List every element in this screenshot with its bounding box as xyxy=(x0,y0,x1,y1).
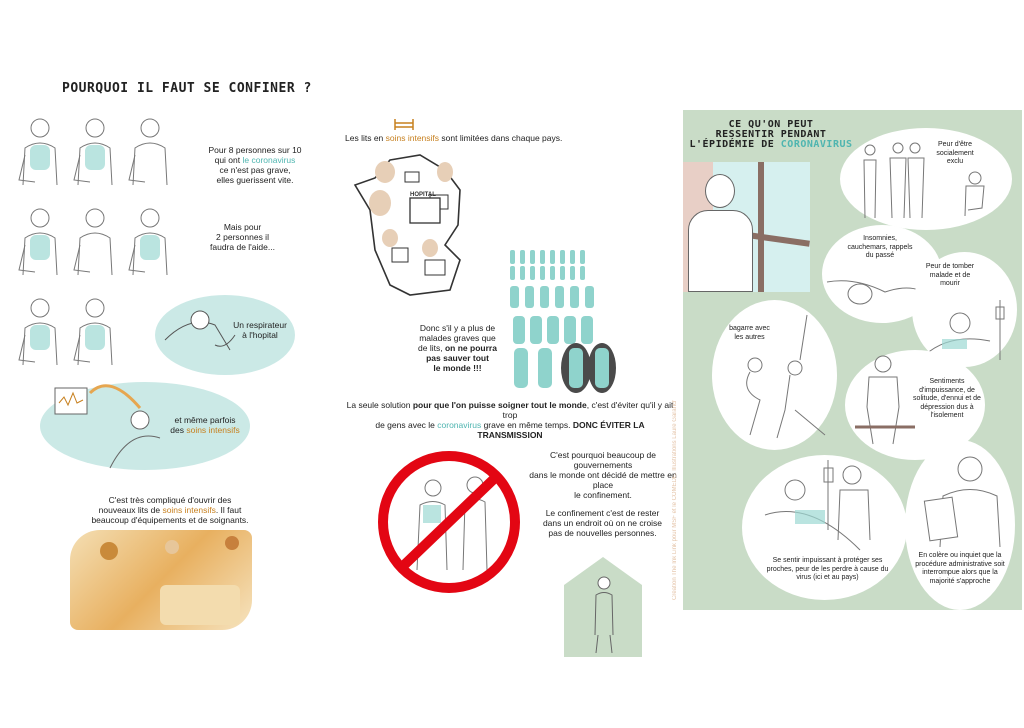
house-icon xyxy=(564,557,642,657)
line: CE QU'ON PEUT xyxy=(728,119,814,130)
line: qui ont le coronavirus xyxy=(185,155,325,165)
highlight: coronavirus xyxy=(437,420,482,430)
line: Pour 8 personnes sur 10 xyxy=(208,145,302,155)
line: La seule solution pour que l'on puisse s… xyxy=(342,400,678,420)
highlight-coronavirus: le coronavirus xyxy=(242,155,296,165)
text-complique: C'est très compliqué d'ouvrir des nouvea… xyxy=(60,495,280,525)
text-mourir: Peur de tomber malade et de mourir xyxy=(925,263,975,287)
text-donc: Donc s'il y a plus de malades graves que… xyxy=(410,323,505,373)
line: C'est pourquoi beaucoup de gouvernements xyxy=(549,450,657,470)
bubble-bagarre xyxy=(712,300,837,450)
span: des xyxy=(170,425,187,435)
man-body xyxy=(688,210,753,292)
hospital-label: HOPITAL xyxy=(410,192,436,198)
bed-patient-illustration xyxy=(164,310,236,351)
span: Les lits en xyxy=(345,133,386,143)
line: 2 personnes il xyxy=(216,232,269,242)
line: C'est très compliqué d'ouvrir des xyxy=(108,495,232,505)
bold: pour que l'on puisse soigner tout le mon… xyxy=(412,400,587,410)
patient-head xyxy=(100,542,118,560)
highlight-soins-intensifs: soins intensifs xyxy=(186,425,240,435)
line: faudra de l'aide... xyxy=(210,242,275,252)
text-lits-limites: Les lits en soins intensifs sont limitée… xyxy=(345,133,585,143)
span: qui ont xyxy=(214,155,243,165)
line: L'ÉPIDÉMIE DE CORONAVIRUS xyxy=(688,140,854,150)
line: des soins intensifs xyxy=(165,425,245,435)
text-confinement: Le confinement c'est de rester dans un e… xyxy=(535,508,670,538)
window-illustration xyxy=(683,162,810,292)
line: Un respirateur xyxy=(233,320,287,330)
line: Le confinement c'est de rester xyxy=(545,508,660,518)
angry-man-document-illustration xyxy=(923,456,1001,547)
fight-illustration-second-person xyxy=(746,357,763,436)
text-exclu: Peur d'être socialement exclu xyxy=(936,141,974,165)
right-title: CE QU'ON PEUT RESSENTIR PENDANT L'ÉPIDÉM… xyxy=(688,120,854,150)
text-respirateur: Un respirateur à l'hopital xyxy=(225,320,295,340)
icu-photo xyxy=(70,530,252,630)
line: de lits, on ne pourra xyxy=(410,343,505,353)
window-frame xyxy=(758,162,764,292)
text-soins-intensifs: et même parfois des soins intensifs xyxy=(165,415,245,435)
span: de gens avec le xyxy=(375,420,438,430)
line: et même parfois xyxy=(174,415,236,425)
text-solution: La seule solution pour que l'on puisse s… xyxy=(342,400,678,440)
text-impuissant: Se sentir impuissant à protéger ses proc… xyxy=(766,557,889,581)
credit-text: Création The Ink Link pour MSF et le COM… xyxy=(672,400,678,600)
span: nouveaux lits de xyxy=(98,505,163,515)
medical-equipment xyxy=(160,585,240,625)
line: le monde !!! xyxy=(433,363,482,373)
line: elles guerissent vite. xyxy=(216,175,294,185)
people-grid xyxy=(510,250,616,393)
line: Donc s'il y a plus de xyxy=(419,323,496,333)
span: de lits, xyxy=(418,343,445,353)
fight-illustration xyxy=(776,314,826,439)
sitting-man-illustration xyxy=(855,355,915,445)
patient-sketches xyxy=(18,118,168,366)
text-gouvernements: C'est pourquoi beaucoup de gouvernements… xyxy=(528,450,678,500)
exclusion-illustration xyxy=(863,142,985,219)
line: dans le monde ont décidé de mettre en pl… xyxy=(529,470,677,490)
bold: DONC ÉVITER LA TRANSMISSION xyxy=(477,420,645,440)
line: dans un endroit où on ne croise xyxy=(542,518,663,528)
span: , c'est d'éviter qu'il y ait trop xyxy=(502,400,674,420)
bold: on ne pourra xyxy=(444,343,497,353)
bubble-colere xyxy=(905,440,1015,610)
respirateur-bubble xyxy=(155,295,295,375)
highlight: soins intensifs xyxy=(385,133,440,143)
line: malades graves que xyxy=(419,333,496,343)
highlight: CORONAVIRUS xyxy=(780,139,853,150)
france-map: HOPITAL xyxy=(353,154,461,296)
span: sont limitées dans chaque pays. xyxy=(439,133,563,143)
span: L'ÉPIDÉMIE DE xyxy=(689,139,781,150)
left-title: POURQUOI IL FAUT SE CONFINER ? xyxy=(62,81,312,96)
icu-illustration xyxy=(54,384,161,469)
text-8-sur-10: Pour 8 personnes sur 10 qui ont le coron… xyxy=(185,145,325,185)
line: pas de nouvelles personnes. xyxy=(548,528,657,538)
highlight: soins intensifs xyxy=(162,505,216,515)
nurse-head xyxy=(225,536,239,550)
span: La seule solution xyxy=(346,400,413,410)
line: nouveaux lits de soins intensifs. Il fau… xyxy=(60,505,280,515)
line: RESSENTIR PENDANT xyxy=(715,129,827,140)
man-head xyxy=(705,174,735,208)
line: ce n'est pas grave, xyxy=(219,165,291,175)
span: grave en même temps. xyxy=(481,420,573,430)
line: de gens avec le coronavirus grave en mêm… xyxy=(342,420,678,440)
text-sentiments: Sentiments d'impuissance, de solitude, d… xyxy=(913,378,981,419)
line: à l'hopital xyxy=(242,330,278,340)
line: Mais pour xyxy=(223,222,262,232)
bed-icon xyxy=(394,119,414,130)
doctor-head xyxy=(165,540,179,554)
hospital-visit-illustration xyxy=(764,460,871,551)
line: beaucoup d'équipements et de soignants. xyxy=(91,515,249,525)
line: le confinement. xyxy=(574,490,632,500)
text-colere: En colère ou inquiet que la procédure ad… xyxy=(915,552,1005,585)
line: pas sauver tout xyxy=(426,353,489,363)
span: . Il faut xyxy=(215,505,242,515)
text-2-personnes: Mais pour 2 personnes il faudra de l'aid… xyxy=(195,222,290,252)
text-insomnies: Insomnies, cauchemars, rappels du passé xyxy=(847,235,913,259)
text-bagarre: bagarre avec les autres xyxy=(729,325,770,341)
no-contact-sign-icon xyxy=(378,451,520,593)
